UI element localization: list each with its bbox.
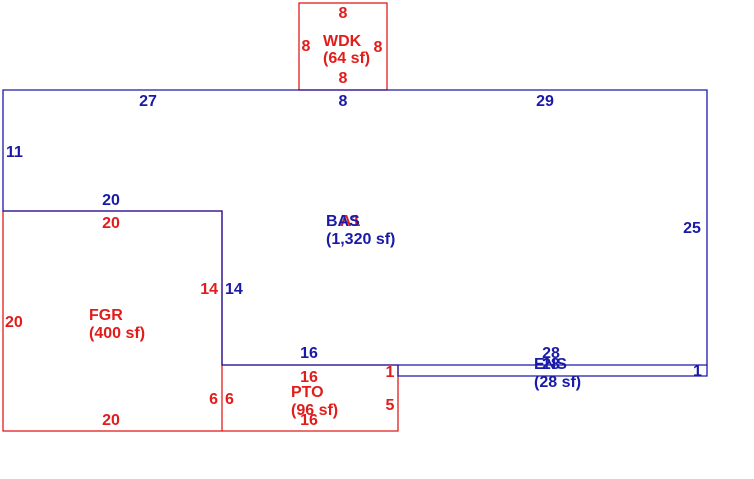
bas-outline xyxy=(2,89,708,366)
bas-step-dimension: 20 xyxy=(102,192,120,209)
bas-top-mid-dimension: 8 xyxy=(339,93,348,110)
fgr-code-label: FGR xyxy=(89,307,123,324)
wdk-left-dimension: 8 xyxy=(302,38,311,55)
wdk-top-dimension: 8 xyxy=(339,5,348,22)
ens-right-dimension: 1 xyxy=(693,363,702,380)
pto-right-dimension: 5 xyxy=(386,397,395,414)
pto-area-label: (96 sf) xyxy=(291,402,338,419)
wdk-right-dimension: 8 xyxy=(374,39,383,56)
ens-overlap-label: 28 xyxy=(542,356,560,373)
bas-left-dimension: 11 xyxy=(6,144,23,161)
ens-area-label: (28 sf) xyxy=(534,374,581,391)
pto-left-inner-dimension: 6 xyxy=(225,391,234,408)
bas-bottom-dimension: 16 xyxy=(300,345,318,362)
bas-right-dimension: 25 xyxy=(683,220,701,237)
wdk-bottom-dimension: 8 xyxy=(339,70,348,87)
fgr-left-dimension: 20 xyxy=(5,314,23,331)
pto-right-top-dimension: 1 xyxy=(386,364,395,381)
pto-left-outer-dimension: 6 xyxy=(209,391,218,408)
bas-area-label: (1,320 sf) xyxy=(326,231,395,248)
bas-overlap-label: A1 xyxy=(340,213,361,230)
ens-outline xyxy=(397,365,708,377)
fgr-bottom-dimension: 20 xyxy=(102,412,120,429)
ens-top-dimension: 28 xyxy=(542,345,560,362)
wdk-code-label: WDK xyxy=(323,33,362,50)
wdk-area-label: (64 sf) xyxy=(323,50,370,67)
pto-code-label: PTO xyxy=(291,384,324,401)
pto-bottom-dimension: 16 xyxy=(300,412,318,429)
bas-top-right-dimension: 29 xyxy=(536,93,554,110)
fgr-area-label: (400 sf) xyxy=(89,325,145,342)
fgr-top-dimension: 20 xyxy=(102,215,120,232)
bas-code-label: BAS xyxy=(326,213,360,230)
bas-top-left-dimension: 27 xyxy=(139,93,157,110)
bas-inner-dimension: 14 xyxy=(225,281,243,298)
ens-code-label: ENS xyxy=(534,356,567,373)
fgr-right-dimension: 14 xyxy=(200,281,218,298)
pto-top-dimension: 16 xyxy=(300,369,318,386)
